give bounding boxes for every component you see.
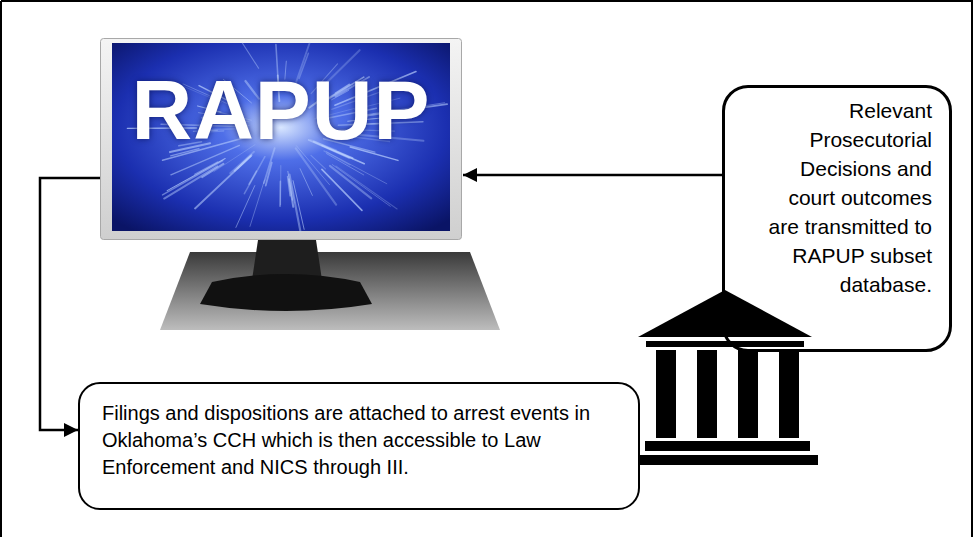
monitor-screen: RAPUP xyxy=(100,38,462,240)
flow-arrow xyxy=(463,174,722,177)
callout-box: Relevant Prosecutorial Decisions and cou… xyxy=(722,85,952,352)
monitor-base xyxy=(200,274,372,311)
monitor-shadow xyxy=(160,252,500,330)
monitor-neck xyxy=(252,240,322,280)
callout-box: Filings and dispositions are attached to… xyxy=(78,382,640,510)
screen-title: RAPUP xyxy=(131,38,430,240)
callout-text: Relevant Prosecutorial Decisions and cou… xyxy=(758,96,932,299)
callout-text: Filings and dispositions are attached to… xyxy=(102,400,618,481)
courthouse-icon xyxy=(638,290,818,465)
